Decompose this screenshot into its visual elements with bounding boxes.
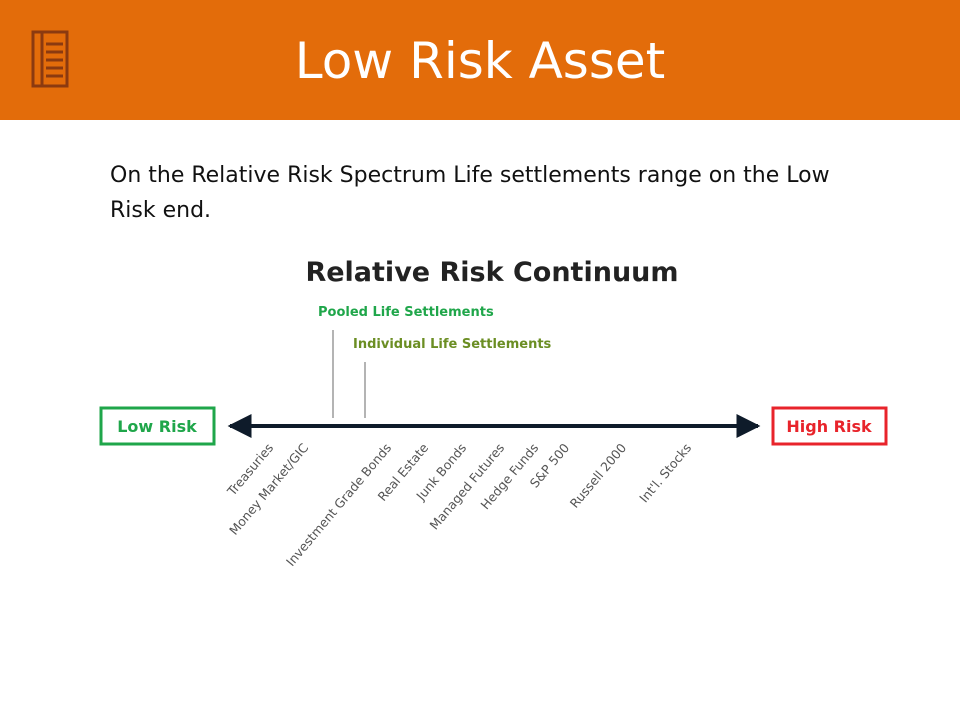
high-risk-box	[771, 406, 888, 446]
slide-header: Low Risk Asset	[0, 0, 960, 120]
document-icon	[31, 30, 69, 88]
asset-label: Int'l. Stocks	[636, 440, 694, 505]
pooled-life-settlements-label: Pooled Life Settlements	[318, 305, 494, 320]
slide-body-text: On the Relative Risk Spectrum Life settl…	[110, 158, 900, 228]
high-risk-label: High Risk	[786, 417, 872, 436]
low-risk-label: Low Risk	[117, 417, 197, 436]
asset-label: Russell 2000	[567, 440, 630, 511]
body-line-1: On the Relative Risk Spectrum Life settl…	[110, 163, 830, 188]
low-risk-box	[99, 406, 216, 446]
body-line-2: Risk end.	[110, 198, 212, 223]
individual-life-settlements-label: Individual Life Settlements	[353, 337, 552, 352]
slide-title: Low Risk Asset	[294, 32, 666, 90]
diagram-title: Relative Risk Continuum	[305, 257, 678, 288]
